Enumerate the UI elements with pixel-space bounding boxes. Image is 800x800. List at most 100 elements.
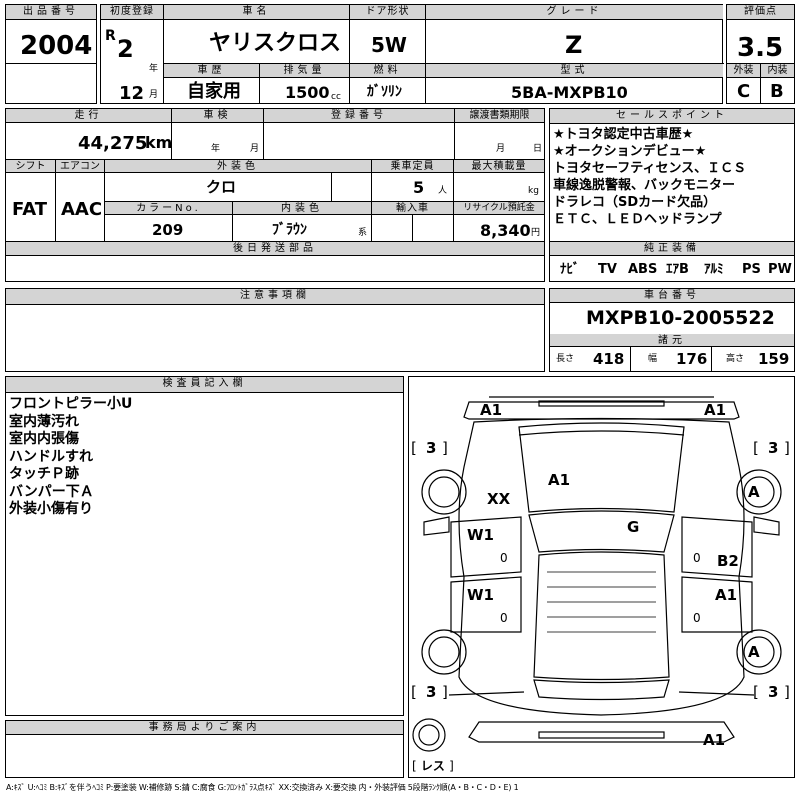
mark-hood: A1 [548,471,571,489]
grade: Z [565,31,583,59]
recycle-fee-label: リサイクル預託金 [454,202,544,215]
recycle-unit: 円 [531,228,541,238]
inspection-label: 車検 [172,109,263,123]
ac-label: エアコン [56,160,104,173]
length-label: 長さ [556,354,575,364]
reg-year: 2 [117,35,134,63]
interior-color-suffix: 系 [358,228,368,238]
capacity-label: 乗車定員 [372,160,453,173]
capacity-unit: 人 [438,186,448,196]
interior-color-label: 内装色 [233,202,371,215]
capacity: 5 [413,178,425,197]
transfer-month-unit: 月 [496,144,506,154]
bracket-close: ] [784,683,790,701]
length: 418 [593,350,625,368]
mark-door-fr: B2 [717,552,739,570]
inspector-note: フロントピラー小U [9,396,133,412]
sales-points-box: セールスポイント ★トヨタ認定中古車歴★ ★オークションデビュー★ トヨタセーフ… [549,108,795,282]
era: R [105,28,116,44]
chassis-box: 車台番号 MXPB10-2005522 諸元 長さ 418 幅 176 高さ 1… [549,288,795,372]
equip-pw: PW [768,262,792,277]
insp-year-unit: 年 [211,144,221,154]
mark-front-left: A1 [480,401,503,419]
bracket-open: [ [753,683,759,701]
tire-depth-rl: 3 [426,683,437,701]
inspector-note: タッチＰ跡 [9,466,79,482]
width-label: 幅 [648,354,658,364]
recycle-fee: 8,340 [480,221,531,240]
inspector-label: 検査員記入欄 [6,377,403,393]
tire-depth-rr: 3 [768,683,779,701]
sales-point: ＥＴＣ、ＬＥＤヘッドランプ [553,212,722,227]
exterior-color: クロ [206,178,237,196]
lot-number: 2004 [20,31,93,61]
bracket-open: [ [411,683,417,701]
caution-box: 注意事項欄 [5,288,545,372]
width: 176 [676,350,708,368]
equipment-label: 純正装備 [550,242,794,256]
sales-points-list: ★トヨタ認定中古車歴★ ★オークションデビュー★ トヨタセーフティセンス、ＩＣＳ… [553,126,793,228]
chassis-label: 車台番号 [550,289,794,303]
sales-point: ★オークションデビュー★ [553,144,707,159]
lot-number-label: 出品番号 [6,5,96,20]
score-box: 評価点 3.5 外装 内装 C B [726,4,795,104]
reg-number-label: 登録番号 [264,109,454,123]
main-info-box: 初度登録 車名 ドア形状 グレード R 2 年 12 月 ヤリスクロス 5W Z… [100,4,724,104]
bracket-close: ] [442,683,448,701]
inspector-notes-box: 検査員記入欄 フロントピラー小U 室内薄汚れ 室内内張傷 ハンドルすれ タッチＰ… [5,376,404,716]
equip-navi: ﾅﾋﾞ [560,262,580,277]
load-unit: kg [528,186,539,196]
first-reg-label: 初度登録 [101,5,163,20]
interior-color: ﾌﾞﾗｳﾝ [272,222,307,238]
model-label: 型式 [426,64,723,78]
mark-rear-bumper: A1 [703,731,726,749]
bracket-close: ] [442,439,448,457]
shift-label: シフト [6,160,55,173]
mileage: 44,275 [78,133,148,154]
car-history: 自家用 [187,81,241,102]
max-load-label: 最大積載量 [454,160,544,173]
equip-tv: TV [598,262,617,277]
lot-number-box: 出品番号 2004 [5,4,97,104]
inspector-note: バンパー下Ａ [9,483,94,500]
sales-point: ★トヨタ認定中古車歴★ [553,127,694,142]
bracket-close: ] [784,439,790,457]
bracket-open: [ [411,439,417,457]
exterior-color-label: 外装色 [105,160,371,173]
ac-type: AAC [61,199,103,220]
displacement-label: 排気量 [260,64,349,78]
equip-abs: ABS [628,262,658,277]
car-outline [412,396,782,752]
overall-score: 3.5 [737,33,784,63]
fuel-label: 燃料 [350,64,425,78]
transfer-deadline-label: 譲渡書類期限 [455,109,544,123]
equip-ps: PS [742,262,761,277]
mark-zero: 0 [693,611,701,625]
tire-depth-fl: 3 [426,439,437,457]
mark-zero: 0 [500,611,508,625]
inspector-note: 室内薄汚れ [9,413,79,430]
mark-door-rr: A1 [715,586,738,604]
height-label: 高さ [726,354,745,364]
sales-point: 車線逸脱警報、バックモニター [553,178,736,193]
damage-diagram: A1 A1 [ 3 ] [ 3 ] XX A1 G A W1 0 0 B2 W1… [408,376,795,778]
shift-type: FAT [12,199,48,220]
equip-alloy: ｱﾙﾐ [704,262,724,277]
mileage-label: 走行 [6,109,171,123]
mark-door-rl: W1 [467,586,494,604]
displacement: 1500 [285,83,330,102]
caution-label: 注意事項欄 [6,289,544,305]
interior-label: 内装 [761,64,794,78]
color-no-label: カラーNo. [105,202,232,215]
month-unit: 月 [149,90,159,100]
car-name-label: 車名 [164,5,349,20]
spare-tire-mark: [ レス ] [412,759,454,773]
sales-points-label: セールスポイント [550,109,794,124]
mark-door-fl: W1 [467,526,494,544]
fuel: ｶﾞｿﾘﾝ [367,84,402,100]
mileage-unit: km [145,133,173,152]
mark-windshield: G [627,518,640,536]
sales-point: トヨタセーフティセンス、ＩＣＳ [553,161,747,176]
mark-zero: 0 [693,551,701,565]
reg-month: 12 [119,83,145,104]
